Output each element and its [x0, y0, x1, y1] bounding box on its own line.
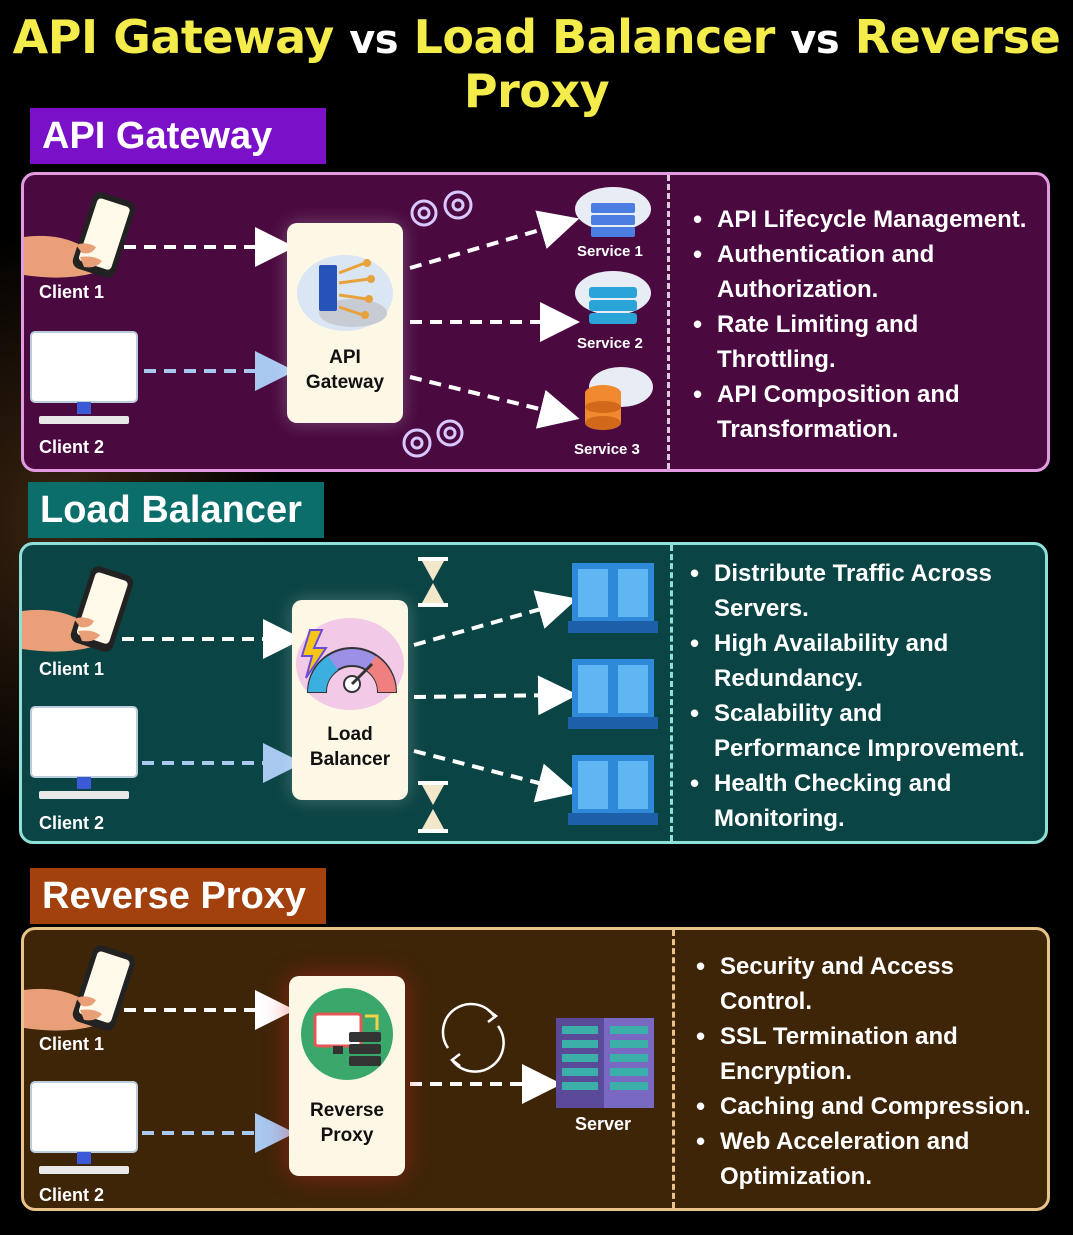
title-load-balancer: Load Balancer: [413, 10, 776, 64]
title-api-gateway: API Gateway: [12, 10, 335, 64]
client-2-label: Client 2: [39, 813, 105, 833]
hourglass-icon: [418, 781, 448, 833]
monitor-icon: [30, 706, 138, 799]
list-item: Monitoring.: [714, 805, 845, 832]
speedometer-icon: [296, 618, 404, 710]
page-title: API Gateway vs Load Balancer vs Reverse …: [0, 10, 1073, 118]
reverse-proxy-node-line1: Reverse: [310, 1100, 384, 1121]
list-item: Scalability and: [686, 696, 1025, 731]
flow-arrows: [124, 990, 654, 1153]
service-3-label: Service 3: [574, 441, 640, 458]
list-item: Transformation.: [717, 416, 899, 443]
cloud-database-icon: [585, 367, 653, 430]
list-item: Security and Access: [692, 949, 1031, 984]
reverse-proxy-features: Security and Access Control. SSL Termina…: [692, 949, 1031, 1194]
list-item: Throttling.: [717, 346, 836, 373]
list-item: API Composition and: [689, 377, 1026, 412]
panel-divider: [670, 545, 673, 841]
list-item: Performance Improvement.: [714, 735, 1025, 762]
server-building-icon: [568, 563, 658, 633]
list-item: Health Checking and: [686, 766, 1025, 801]
server-building-icon: [568, 659, 658, 729]
phone-hand-icon: [24, 192, 136, 278]
list-item: SSL Termination and: [692, 1019, 1031, 1054]
client-1-label: Client 1: [39, 282, 105, 302]
load-balancer-node: Load Balancer: [292, 600, 408, 800]
server-rack-icon: [556, 1018, 654, 1108]
title-vs: vs: [790, 17, 840, 63]
list-item: Rate Limiting and: [689, 307, 1026, 342]
service-1-label: Service 1: [577, 243, 643, 260]
client-1-label: Client 1: [39, 1034, 105, 1054]
api-gateway-features: API Lifecycle Management. Authentication…: [689, 202, 1026, 447]
title-vs: vs: [349, 17, 399, 63]
server-label: Server: [575, 1114, 632, 1134]
hourglass-icon: [418, 557, 448, 607]
flow-arrows: [122, 557, 658, 833]
list-item: Authentication and: [689, 237, 1026, 272]
cloud-server-icon: [575, 187, 651, 237]
client-2-label: Client 2: [39, 1185, 105, 1205]
list-item: High Availability and: [686, 626, 1025, 661]
service-2-label: Service 2: [577, 335, 643, 352]
reverse-proxy-node-line2: Proxy: [320, 1125, 374, 1146]
phone-hand-icon: [24, 945, 136, 1031]
monitor-icon: [30, 1081, 138, 1174]
api-gateway-heading: API Gateway: [30, 108, 326, 164]
load-balancer-node-line1: Load: [327, 724, 373, 745]
api-gateway-icon: [297, 255, 393, 331]
list-item: Servers.: [714, 595, 809, 622]
flow-arrows: [124, 190, 580, 458]
list-item: Web Acceleration and: [692, 1124, 1031, 1159]
client-1-label: Client 1: [39, 659, 105, 679]
server-building-icon: [568, 755, 658, 825]
list-item: Optimization.: [720, 1163, 872, 1190]
list-item: Encryption.: [720, 1058, 853, 1085]
panel-divider: [672, 930, 675, 1208]
computer-server-icon: [301, 988, 393, 1080]
api-gateway-node-line1: API: [329, 347, 361, 368]
load-balancer-panel: Client 1 Client 2: [19, 542, 1048, 844]
cloud-server-icon: [575, 271, 651, 324]
list-item: Redundancy.: [714, 665, 863, 692]
list-item: Caching and Compression.: [692, 1089, 1031, 1124]
title-reverse-proxy: Reverse Proxy: [463, 10, 1061, 118]
api-gateway-node-line2: Gateway: [305, 372, 385, 393]
list-item: Authorization.: [717, 276, 879, 303]
reverse-proxy-panel: Client 1 Client 2: [21, 927, 1050, 1211]
monitor-icon: [30, 331, 138, 424]
gear-icon: [402, 190, 473, 458]
api-gateway-node: API Gateway: [287, 223, 403, 423]
load-balancer-features: Distribute Traffic Across Servers. High …: [686, 556, 1025, 836]
client-2-label: Client 2: [39, 437, 105, 457]
load-balancer-heading: Load Balancer: [28, 482, 324, 538]
list-item: Distribute Traffic Across: [686, 556, 1025, 591]
list-item: API Lifecycle Management.: [689, 202, 1026, 237]
reverse-proxy-node: Reverse Proxy: [289, 976, 405, 1176]
phone-hand-icon: [22, 566, 134, 652]
load-balancer-node-line2: Balancer: [309, 749, 391, 770]
api-gateway-panel: Client 1 Client 2: [21, 172, 1050, 472]
sync-icon: [441, 1002, 505, 1073]
list-item: Control.: [720, 988, 812, 1015]
panel-divider: [667, 175, 670, 469]
reverse-proxy-heading: Reverse Proxy: [30, 868, 326, 924]
